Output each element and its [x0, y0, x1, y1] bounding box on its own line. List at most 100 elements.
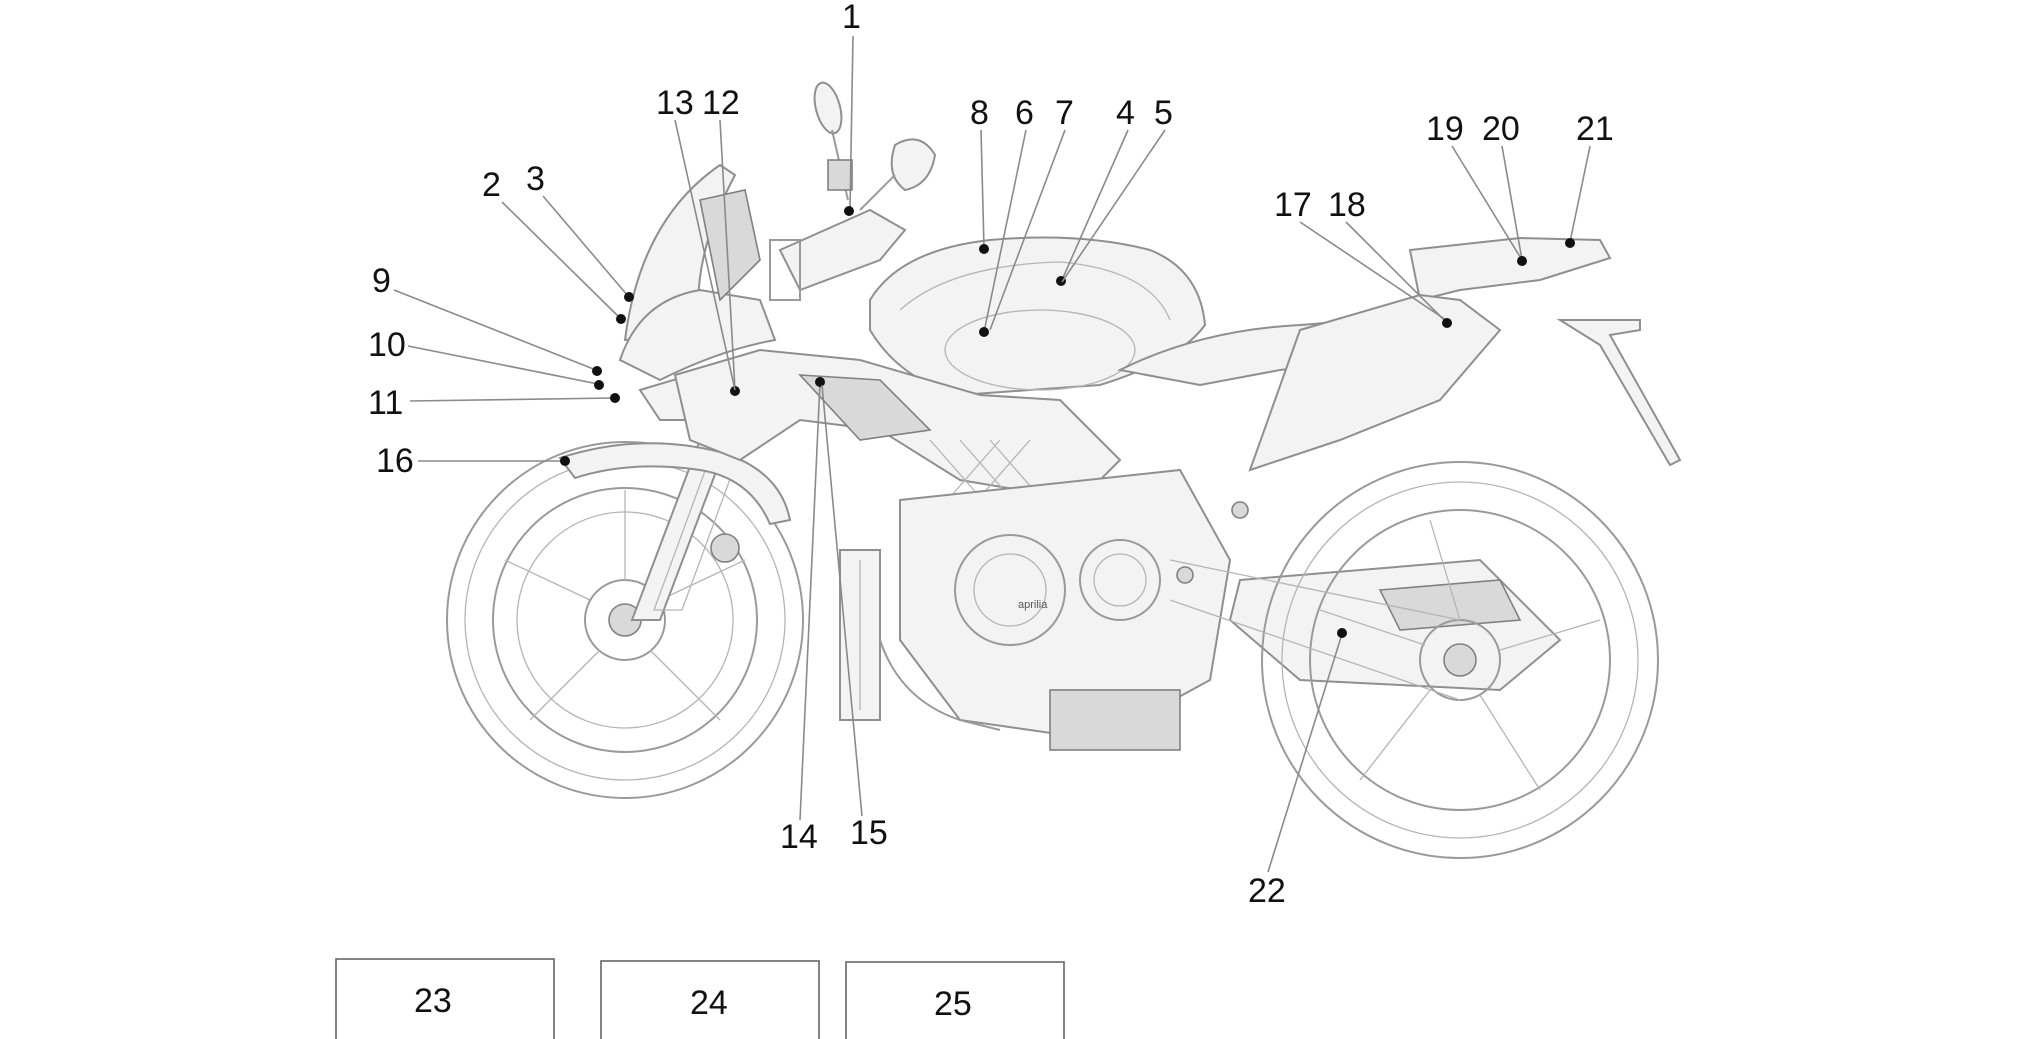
callout-label: 6: [1015, 94, 1034, 132]
callout-5: 5: [1061, 94, 1173, 283]
callout-label: 5: [1154, 94, 1173, 132]
callout-2: 2: [482, 166, 626, 324]
motorcycle-drawing: aprilia: [446, 81, 1682, 859]
callout-15: 15: [821, 384, 888, 852]
box-24: 24: [600, 960, 820, 1039]
callout-dot: [979, 327, 989, 337]
leader-line: [983, 129, 1027, 333]
callout-label: 3: [526, 160, 545, 198]
callout-7: 7: [989, 94, 1074, 331]
callout-14: 14: [780, 377, 825, 856]
box-25: 25: [845, 961, 1065, 1039]
callout-18: 18: [1328, 186, 1452, 328]
callout-dot: [616, 314, 626, 324]
handlebar-assembly: [769, 81, 937, 301]
callout-9: 9: [372, 262, 602, 376]
leader-line: [1061, 129, 1166, 283]
callout-dot: [815, 377, 825, 387]
box-frame: [335, 958, 555, 1039]
box-frame: [600, 960, 820, 1039]
leader-line: [989, 129, 1066, 331]
callout-label: 1: [842, 0, 861, 36]
box-frame: [845, 961, 1065, 1039]
leader-line: [1569, 145, 1591, 243]
leader-line: [1299, 221, 1447, 321]
callout-12: 12: [702, 84, 740, 396]
callout-dot: [610, 393, 620, 403]
callout-1: 1: [842, 0, 861, 216]
callout-6: 6: [979, 94, 1034, 337]
rear-wheel: [1261, 461, 1659, 859]
engine: aprilia: [899, 468, 1232, 751]
callout-dot: [560, 456, 570, 466]
tail-section: [1408, 236, 1612, 302]
callout-label: 22: [1248, 872, 1286, 910]
leader-line: [501, 201, 621, 319]
callout-label: 16: [376, 442, 414, 480]
leader-line: [393, 289, 597, 371]
callout-label: 12: [702, 84, 740, 122]
callout-label: 11: [368, 384, 403, 422]
callout-label: 18: [1328, 186, 1366, 224]
callout-label: 8: [970, 94, 989, 132]
leader-line: [542, 195, 629, 297]
callout-label: 14: [780, 818, 818, 856]
box-label: 24: [690, 984, 728, 1022]
callout-dot: [844, 206, 854, 216]
drive-chain: [1169, 559, 1461, 701]
leader-line: [1451, 145, 1523, 261]
callouts: 1 2 3 4 5 6: [368, 0, 1614, 910]
callout-dot: [1442, 318, 1452, 328]
callout-dot: [1517, 256, 1527, 266]
callout-8: 8: [970, 94, 989, 254]
callout-label: 19: [1426, 110, 1464, 148]
callout-dot: [1337, 628, 1347, 638]
callout-label: 2: [482, 166, 501, 204]
callout-dot: [1565, 238, 1575, 248]
callout-dot: [979, 244, 989, 254]
callout-3: 3: [526, 160, 634, 302]
callout-dot: [730, 386, 740, 396]
box-label: 23: [414, 982, 452, 1020]
callout-20: 20: [1482, 110, 1527, 266]
callout-label: 21: [1576, 110, 1614, 148]
callout-13: 13: [656, 84, 736, 391]
callout-4: 4: [1056, 94, 1135, 286]
callout-label: 7: [1055, 94, 1074, 132]
leader-line: [409, 397, 615, 402]
leader-line: [980, 129, 985, 249]
leader-line: [1345, 221, 1447, 323]
leader-line: [674, 119, 736, 391]
callout-16: 16: [376, 442, 570, 480]
footpeg: [1176, 566, 1194, 584]
leader-line: [1061, 129, 1129, 281]
leader-line: [821, 384, 863, 817]
callout-label: 10: [368, 326, 406, 364]
exhaust-headers: [879, 639, 1001, 731]
callout-11: 11: [368, 384, 620, 422]
callout-label: 15: [850, 814, 888, 852]
leader-line: [719, 119, 736, 391]
callout-label: 17: [1274, 186, 1312, 224]
callout-label: 9: [372, 262, 391, 300]
leader-line: [407, 345, 599, 385]
callout-label: 13: [656, 84, 694, 122]
callout-label: 20: [1482, 110, 1520, 148]
leader-line: [1267, 633, 1343, 873]
callout-dot: [624, 292, 634, 302]
front-wheel: [446, 441, 804, 799]
radiator: [839, 549, 881, 721]
callout-17: 17: [1274, 186, 1447, 321]
rear-footpeg: [1231, 501, 1249, 519]
callout-label: 4: [1116, 94, 1135, 132]
box-label: 25: [934, 985, 972, 1023]
leader-line: [1501, 145, 1523, 261]
license-plate-holder: [1556, 319, 1682, 467]
brand-mark: aprilia: [1018, 599, 1048, 611]
callout-10: 10: [368, 326, 604, 390]
callout-dot: [592, 366, 602, 376]
front-fender: [558, 442, 792, 526]
leader-line: [799, 382, 821, 821]
callout-22: 22: [1248, 628, 1347, 910]
